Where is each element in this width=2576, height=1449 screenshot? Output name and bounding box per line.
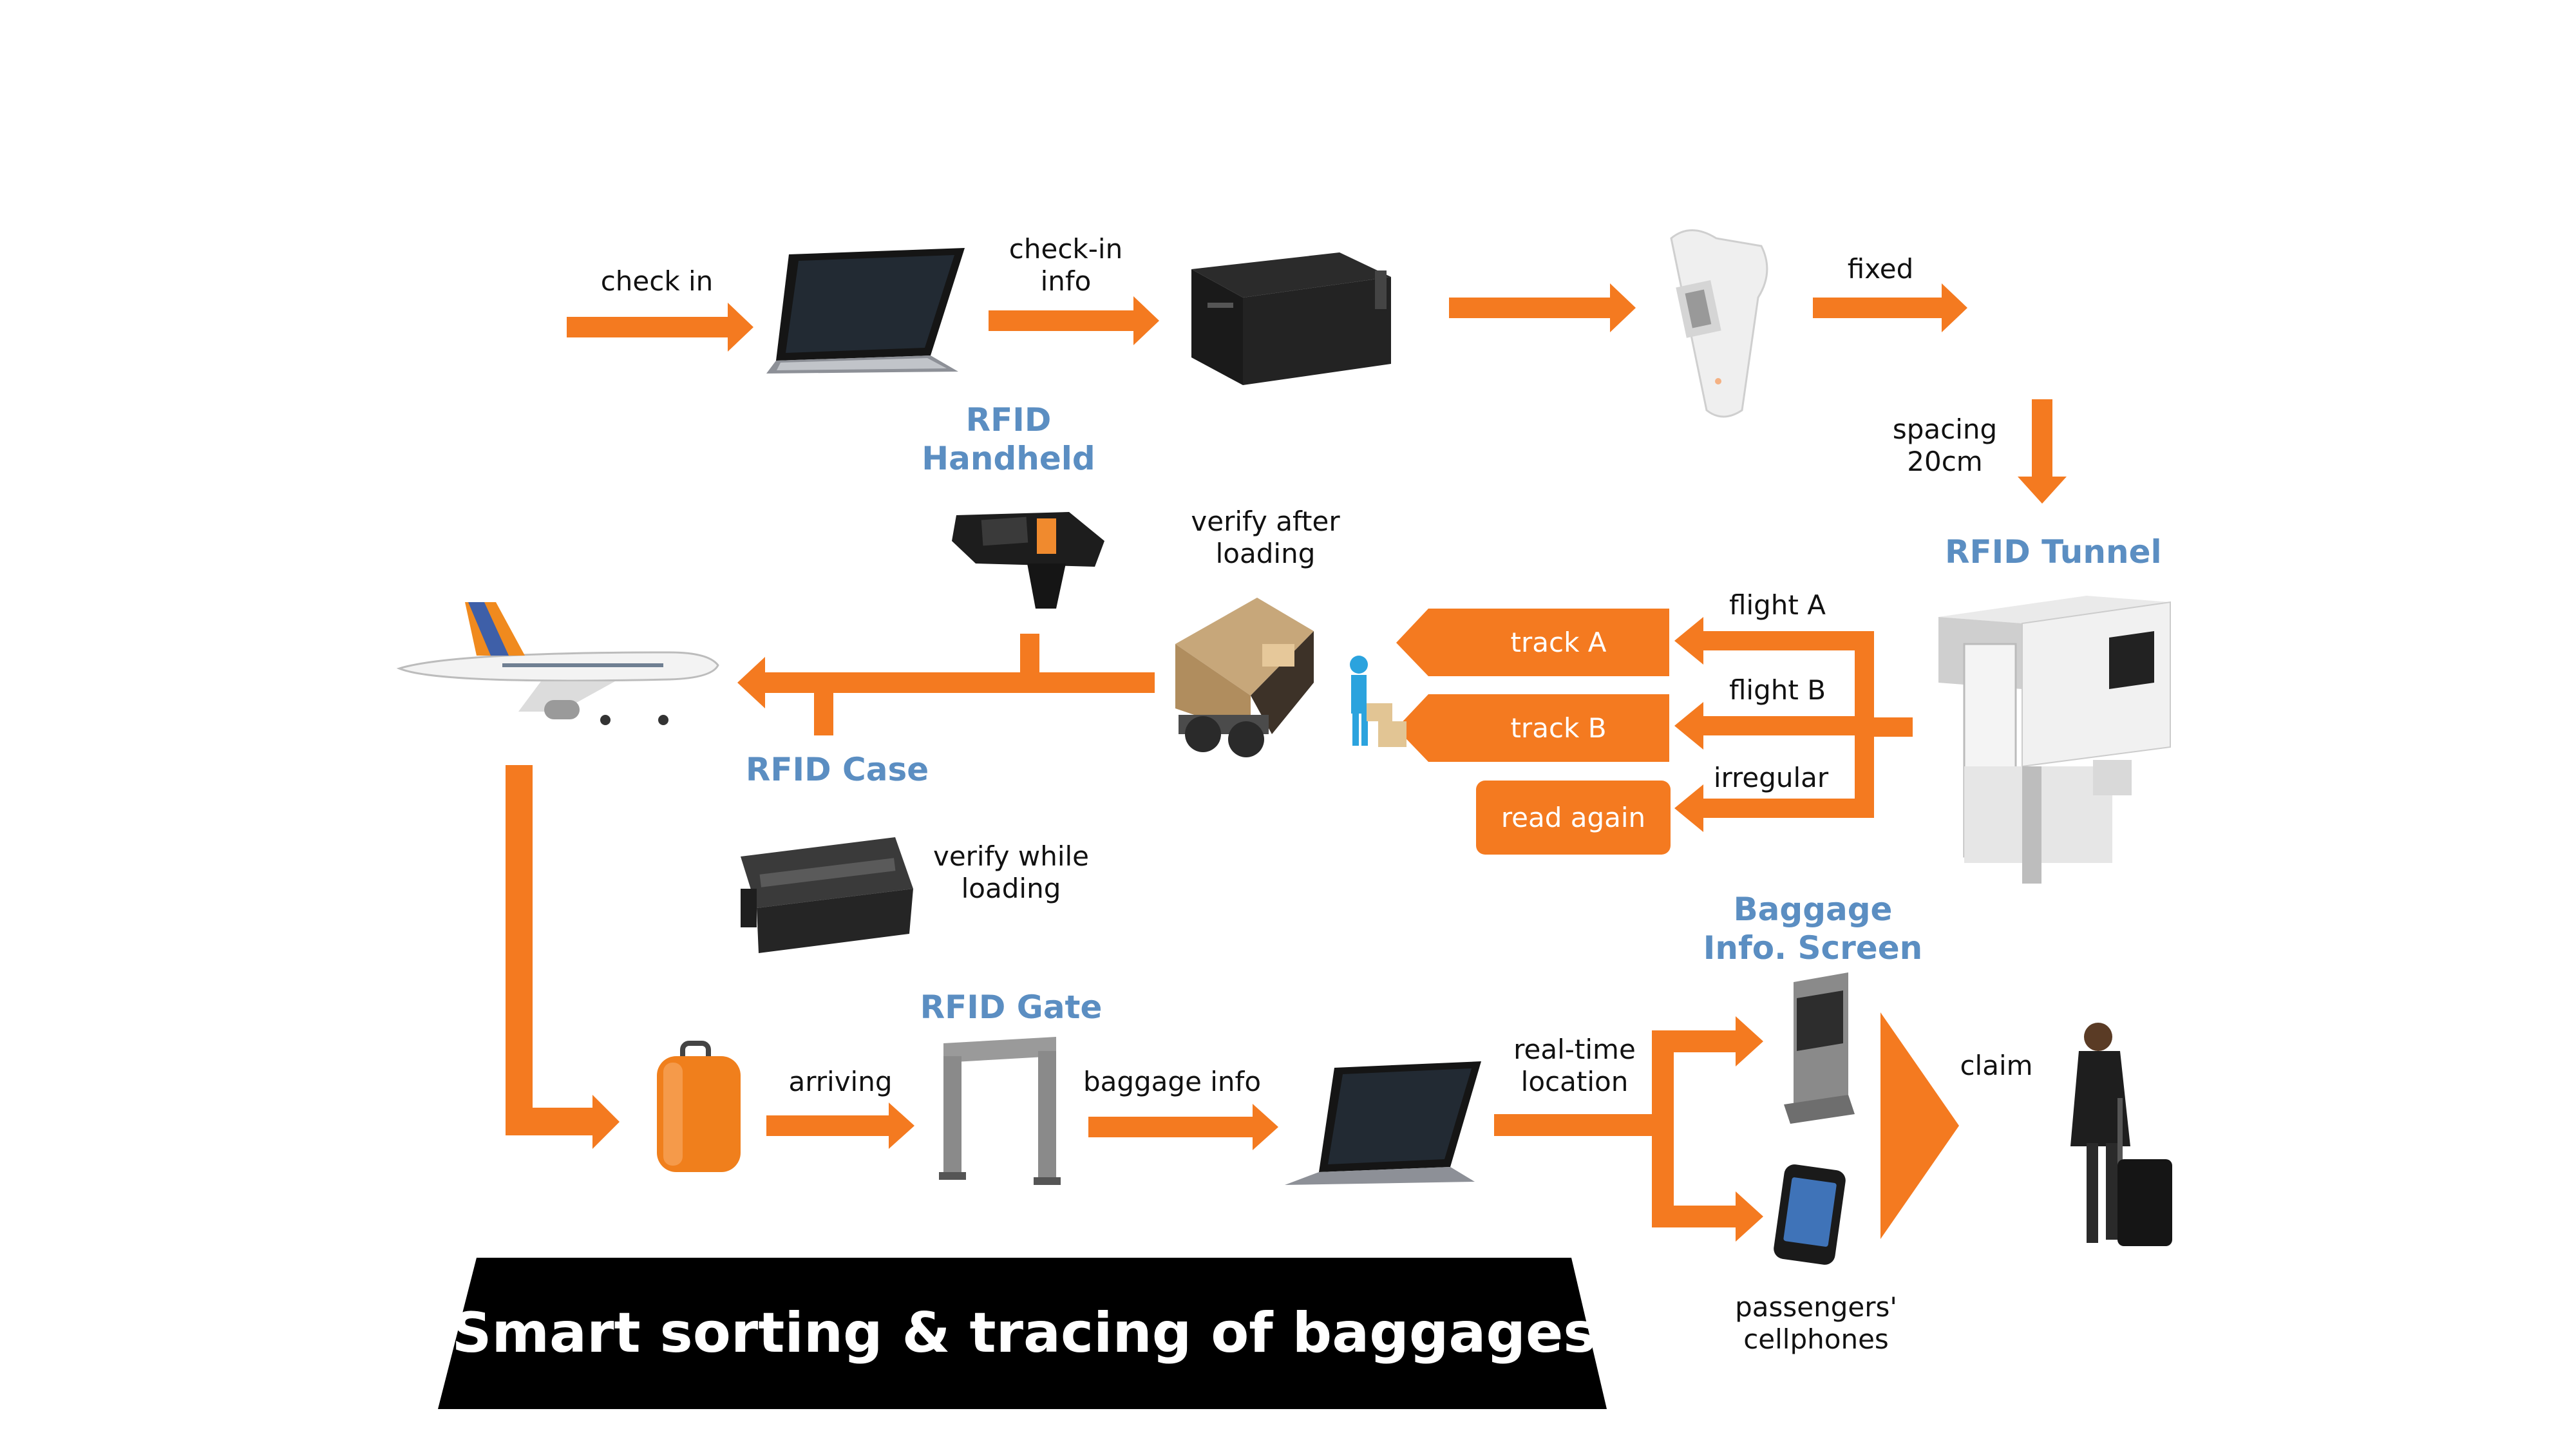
baggage-tag-icon — [1670, 229, 1768, 418]
cellphone-icon — [1774, 1164, 1846, 1265]
label-baggage-info: baggage info — [1083, 1066, 1262, 1097]
arrow-to-tag — [1449, 283, 1636, 332]
label-check-in-info-line2: info — [1040, 265, 1092, 297]
label-rfid-handheld-line1: RFID — [965, 401, 1052, 439]
label-realtime-line1: real-time — [1513, 1034, 1636, 1065]
arrow-baggage-info — [1088, 1104, 1278, 1150]
claim-triangle — [1880, 1012, 1959, 1239]
label-fixed: fixed — [1847, 253, 1914, 285]
label-spacing-line1: spacing — [1892, 413, 1998, 445]
label-flight-b: flight B — [1728, 674, 1826, 706]
label-rfid-tunnel: RFID Tunnel — [1945, 533, 2162, 571]
label-irregular: irregular — [1713, 762, 1829, 793]
label-cellphones-line1: passengers' — [1735, 1291, 1897, 1323]
track-a-label: track A — [1510, 627, 1607, 658]
arrow-flight-b — [1674, 702, 1874, 750]
label-cellphones-line2: cellphones — [1743, 1323, 1889, 1355]
truck-loading-icon — [1175, 598, 1406, 757]
track-a-box — [1396, 609, 1669, 676]
label-screen-line1: Baggage — [1733, 891, 1893, 928]
suitcase-icon — [657, 1041, 741, 1172]
arrow-fixed — [1813, 283, 1967, 332]
arrow-arriving — [766, 1103, 914, 1149]
handheld-connector — [1020, 634, 1039, 674]
case-connector — [814, 692, 833, 735]
label-realtime-line2: location — [1520, 1066, 1629, 1097]
traveler-icon — [2070, 1023, 2172, 1246]
split-vertical-line — [1652, 1030, 1674, 1227]
arrow-flight-a — [1674, 617, 1874, 665]
label-rfid-handheld-line2: Handheld — [922, 440, 1095, 477]
label-screen-line2: Info. Screen — [1703, 929, 1923, 967]
label-claim: claim — [1960, 1050, 2033, 1081]
read-again-box — [1476, 781, 1671, 855]
label-check-in-info-line1: check-in — [1009, 233, 1123, 265]
rfid-case-icon — [741, 837, 913, 953]
label-rfid-gate: RFID Gate — [920, 989, 1103, 1026]
info-screen-icon — [1784, 972, 1855, 1124]
rfid-handheld-icon — [952, 512, 1104, 609]
rfid-gate-icon — [939, 1037, 1061, 1185]
read-again-label: read again — [1501, 802, 1646, 833]
label-verify-while-line2: loading — [961, 873, 1061, 904]
arrow-to-airplane — [737, 657, 1155, 708]
arrow-to-cellphone — [1663, 1191, 1763, 1242]
tag-printer-icon — [1191, 252, 1391, 385]
airplane-icon — [396, 602, 719, 725]
down-from-airplane-line — [506, 765, 533, 1135]
laptop-icon — [766, 248, 965, 374]
arrow-spacing-down — [2018, 399, 2067, 504]
label-rfid-case: RFID Case — [745, 751, 929, 788]
arrow-irregular — [1674, 784, 1874, 832]
label-verify-after-line2: loading — [1215, 538, 1316, 569]
label-arriving: arriving — [788, 1066, 893, 1097]
laptop-icon — [1285, 1061, 1481, 1185]
track-b-box — [1396, 694, 1669, 762]
label-verify-after-line1: verify after — [1191, 506, 1340, 537]
track-b-label: track B — [1510, 712, 1607, 744]
banner-title: Smart sorting & tracing of baggages — [451, 1301, 1596, 1365]
arrow-to-suitcase — [506, 1095, 620, 1149]
arrow-to-screen — [1663, 1016, 1763, 1066]
title-banner — [438, 1258, 1607, 1409]
realtime-line — [1494, 1114, 1663, 1136]
label-spacing-line2: 20cm — [1907, 446, 1983, 477]
arrow-check-in-info — [989, 296, 1159, 345]
arrow-check-in — [567, 303, 753, 352]
flow-arrows — [506, 283, 2067, 1242]
label-check-in: check in — [600, 265, 714, 297]
label-flight-a: flight A — [1729, 589, 1826, 621]
label-verify-while-line1: verify while — [933, 840, 1090, 872]
rfid-tunnel-icon — [1938, 596, 2171, 884]
